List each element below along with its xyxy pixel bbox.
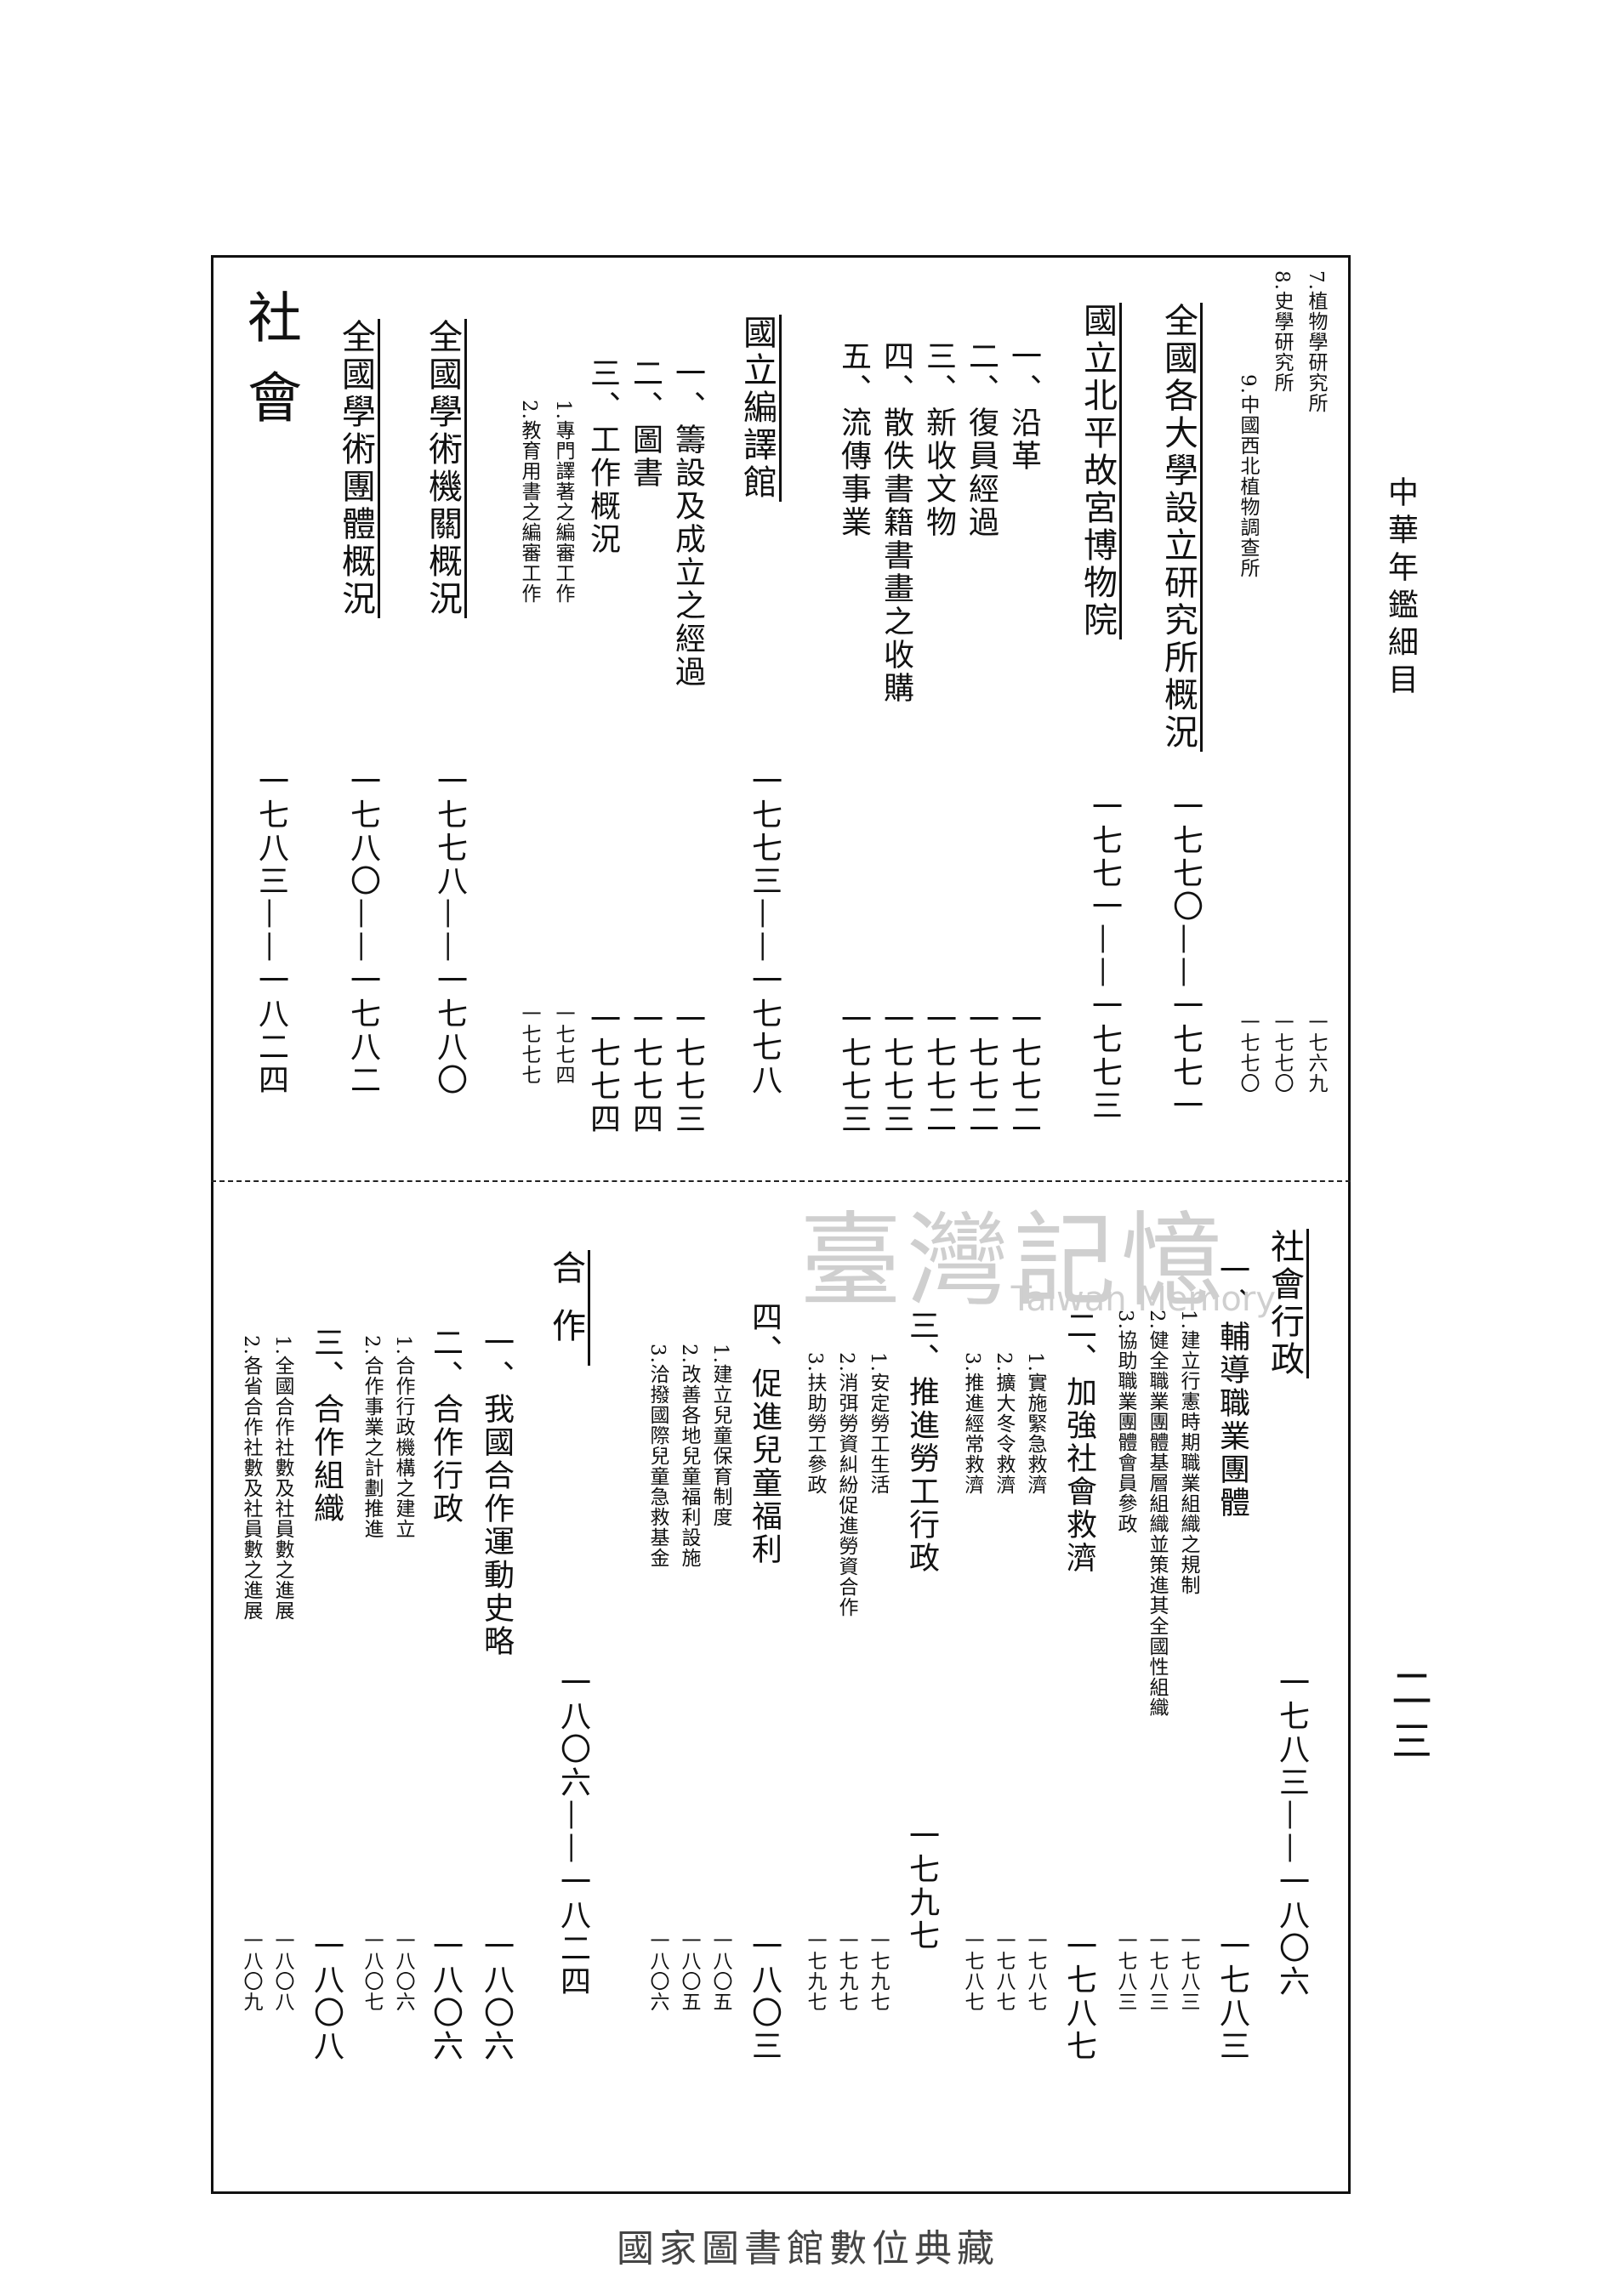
toc-page: 一七七一——一七七三 [1087, 791, 1122, 1122]
toc-entry: 三、合作組織 [309, 1327, 344, 1526]
toc-page: 一八〇六——一八二四 [555, 1667, 590, 1998]
toc-entry: 2.改善各地兒童福利設施 [678, 1344, 700, 1568]
toc-page: 一七九七 [835, 1930, 857, 2012]
toc-page: 一八〇九 [240, 1930, 262, 2012]
toc-page: 一七七三 [879, 1003, 913, 1136]
toc-page: 一七八三 [1146, 1930, 1168, 2012]
toc-entry: 3.洽撥國際兒童急救基金 [646, 1344, 669, 1568]
toc-entry: 四、促進兒童福利 [747, 1301, 782, 1566]
toc-page: 一七七三 [670, 1003, 705, 1136]
toc-entry: 二、復員經過 [964, 340, 999, 539]
toc-page: 一七八三 [1177, 1930, 1199, 2012]
toc-entry: 2.各省合作社數及社員數之進展 [240, 1335, 262, 1621]
toc-entry: 二、加強社會救濟 [1061, 1310, 1096, 1575]
toc-entry: 1.合作行政機構之建立 [392, 1335, 414, 1539]
running-header: 中華年鑑細目 [1383, 476, 1418, 701]
footer-credit: 國家圖書館數位典藏 [617, 2227, 999, 2270]
page-number: 二三 [1384, 1667, 1431, 1772]
toc-chapter: 社會 [238, 289, 301, 449]
toc-page: 一七六九 [1305, 1012, 1327, 1094]
toc-page: 一七九七 [904, 1820, 939, 1952]
section-divider [211, 1180, 1351, 1182]
toc-page: 一七七二 [1006, 1003, 1041, 1136]
toc-entry: 2.擴大冬令救濟 [993, 1352, 1015, 1495]
toc-page: 一八〇五 [709, 1930, 731, 2012]
toc-entry: 二、圖書 [628, 357, 663, 490]
toc-entry: 三、推進勞工行政 [904, 1310, 939, 1575]
toc-entry: 1.建立行憲時期職業組織之規制 [1177, 1310, 1199, 1595]
toc-entry: 2.消弭勞資糾紛促進勞資合作 [835, 1352, 857, 1617]
toc-page: 一八〇三 [747, 1930, 782, 2063]
toc-entry: 1.全國合作社數及社員數之進展 [271, 1335, 293, 1621]
toc-section: 國立北平故宮博物院 [1078, 303, 1122, 639]
toc-page: 一七七四 [585, 1003, 620, 1136]
toc-entry: 一、我國合作運動史略 [479, 1327, 514, 1658]
toc-section: 社會行政 [1265, 1229, 1309, 1378]
toc-page: 一七八七 [993, 1930, 1015, 2012]
toc-entry: 1.安定勞工生活 [867, 1352, 889, 1495]
toc-page: 一七七三 [836, 1003, 871, 1136]
toc-page: 一七七四 [552, 1003, 574, 1085]
toc-entry: 3.扶助勞工參政 [804, 1352, 826, 1495]
toc-page: 一七八七 [1061, 1930, 1096, 2063]
toc-page: 一八〇六 [392, 1930, 414, 2012]
watermark-english: Taiwan Memory [1010, 1280, 1276, 1319]
toc-page: 一七八七 [1024, 1930, 1046, 2012]
toc-section: 全國各大學設立研究所概況 [1158, 303, 1203, 752]
toc-entry: 一、輔導職業團體 [1215, 1254, 1249, 1520]
toc-page: 一七九七 [867, 1930, 889, 2012]
toc-page: 一七七〇 [1237, 1012, 1259, 1094]
toc-entry: 2.合作事業之計劃推進 [361, 1335, 383, 1539]
toc-entry: 3.推進經常救濟 [961, 1352, 983, 1495]
toc-page: 一八〇六 [428, 1930, 463, 2063]
toc-page: 一八〇八 [271, 1930, 293, 2012]
toc-entry: 1.實施緊急救濟 [1024, 1352, 1046, 1495]
toc-section: 全國學術機關概況 [423, 319, 467, 618]
toc-page: 一七七四 [628, 1003, 663, 1136]
toc-section: 全國學術團體概況 [336, 319, 380, 618]
toc-page: 一七九七 [804, 1930, 826, 2012]
toc-section: 合作 [546, 1250, 590, 1366]
toc-page: 一七八〇——一七八二 [345, 765, 380, 1097]
toc-page: 一七八七 [961, 1930, 983, 2012]
toc-entry: 1.專門譯著之編審工作 [552, 400, 574, 604]
watermark-chinese: 臺灣記憶 [799, 1202, 1228, 1321]
toc-page: 一八〇六 [479, 1930, 514, 2063]
toc-page: 一七七三——一七七八 [747, 765, 782, 1097]
toc-page: 一七八三 [1114, 1930, 1136, 2012]
toc-entry: 三、工作概況 [585, 357, 620, 556]
toc-page: 一七七二 [964, 1003, 999, 1136]
toc-section: 國立編譯館 [737, 315, 782, 502]
toc-page: 一八〇五 [678, 1930, 700, 2012]
toc-entry: 2.健全職業團體基層組織並策進其全國性組織 [1146, 1310, 1168, 1718]
toc-entry: 五、流傳事業 [836, 340, 871, 539]
toc-page: 一七七〇——一七七一 [1168, 791, 1203, 1122]
toc-page: 一七八三——一八〇六 [1274, 1667, 1309, 1998]
toc-entry: 2.教育用書之編審工作 [518, 400, 540, 604]
toc-entry: 3.協助職業團體會員參政 [1114, 1310, 1136, 1534]
watermark-logo: 臺灣記憶 Taiwan Memory [799, 1178, 1293, 1339]
toc-entry: 8.史學研究所 [1271, 270, 1293, 393]
toc-page: 一七八三——一八二四 [253, 765, 288, 1097]
toc-page: 一七七〇 [1271, 1012, 1293, 1094]
page-frame [211, 255, 1351, 2194]
toc-entry: 9.中國西北植物調查所 [1237, 374, 1259, 578]
toc-entry: 三、新收文物 [921, 340, 956, 539]
toc-page: 一七七二 [921, 1003, 956, 1136]
toc-page: 一八〇六 [646, 1930, 669, 2012]
toc-entry: 四、散佚書籍書畫之收購 [879, 340, 913, 705]
toc-page: 一七七八——一七八〇 [432, 765, 467, 1097]
toc-entry: 二、合作行政 [428, 1327, 463, 1526]
toc-page: 一八〇七 [361, 1930, 383, 2012]
toc-entry: 1.建立兒童保育制度 [709, 1344, 731, 1527]
toc-page: 一七七七 [518, 1003, 540, 1085]
toc-entry: 7.植物學研究所 [1305, 270, 1327, 413]
toc-page: 一八〇八 [309, 1930, 344, 2063]
toc-entry: 一、籌設及成立之經過 [670, 357, 705, 689]
toc-page: 一七八三 [1215, 1930, 1249, 2063]
toc-entry: 一、沿革 [1006, 340, 1041, 473]
